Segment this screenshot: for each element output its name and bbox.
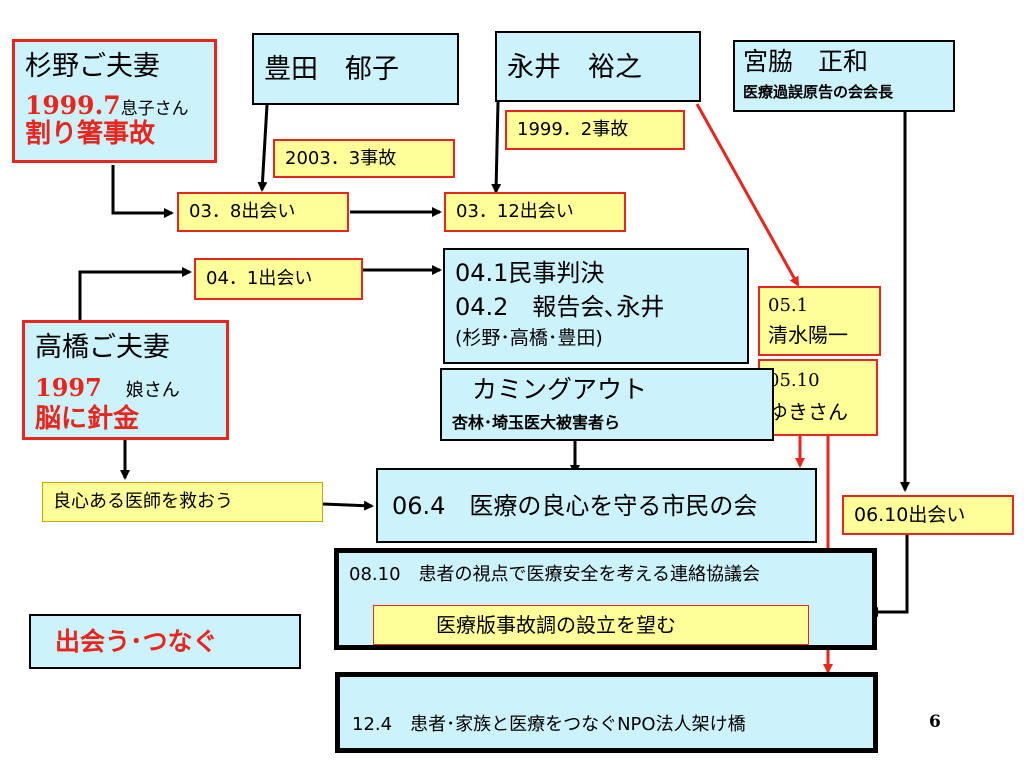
coming-out-box: カミングアウト 杏林･埼玉医大被害者ら [440,368,774,441]
slogan-box: 出会う･つなぐ [29,614,301,669]
takahashi-detail-line: 1997 娘さん [35,373,180,402]
npo-box: 12.4 患者･家族と医療をつなぐNPO法人架け橋 [335,672,878,753]
takahashi-box: 高橋ご夫妻 1997 娘さん 脳に針金 [22,320,229,440]
miyawaki-box: 宮脇 正和 医療過誤原告の会会長 [733,40,955,112]
arrow-toyota-to-meet0308 [257,104,269,192]
miyawaki-role: 医療過誤原告の会会長 [743,83,894,101]
sugino-name: 杉野ご夫妻 [25,51,160,82]
toyota-accident-note: 2003．3事故 [273,139,455,178]
takahashi-name: 高橋ご夫妻 [35,332,170,363]
meet-0401-note: 04．1出会い [194,258,363,300]
meet-0308-note: 03．8出会い [177,192,349,232]
takahashi-incident: 脳に針金 [35,404,140,434]
sugino-box: 杉野ご夫妻 1999.7息子さん 割り箸事故 [12,39,217,163]
sugino-incident: 割り箸事故 [25,119,156,149]
council-box: 08.10 患者の視点で医療安全を考える連絡協議会 医療版事故調の設立を望む [334,548,877,650]
arrow-save-to-citizens [322,500,374,511]
meet-0401-label: 04．1出会い [206,268,313,289]
meet-0312-label: 03．12出会い [456,201,574,222]
citizens-group-label: 06.4 医療の良心を守る市民の会 [392,492,758,520]
verdict-line2: 04.2 報告会､永井 [455,293,665,321]
council-goal-note: 医療版事故調の設立を望む [373,605,809,645]
nagai-name: 永井 裕之 [507,52,642,83]
meet-0610-note: 06.10出会い [842,495,1014,535]
takahashi-detail: 娘さん [125,380,180,401]
meet-0308-label: 03．8出会い [189,201,296,222]
arrow-sugino-to-meet0308 [111,165,174,218]
coming-out-subtitle: 杏林･埼玉医大被害者ら [452,413,621,432]
meet-0312-note: 03．12出会い [444,192,626,232]
npo-label: 12.4 患者･家族と医療をつなぐNPO法人架け橋 [352,714,746,735]
page-number: 6 [929,712,941,732]
save-doctors-note: 良心ある医師を救おう [42,482,323,522]
toyota-name: 豊田 郁子 [264,54,399,85]
arrow-nagai-to-meet0312 [491,101,502,194]
citizens-group-box: 06.4 医療の良心を守る市民の会 [376,468,817,543]
save-doctors-label: 良心ある医師を救おう [53,491,233,512]
sugino-detail: 息子さん [120,99,189,119]
arrow-takahashi-to-meet0401 [78,267,192,320]
nagai-accident-note: 1999．2事故 [505,110,685,150]
shimizu-name: 清水陽一 [768,323,848,347]
takahashi-year: 1997 [35,373,102,402]
verdict-box: 04.1民事判決 04.2 報告会､永井 (杉野･高橋･豊田) [443,248,749,364]
meet-0610-label: 06.10出会い [854,504,966,526]
sugino-year: 1999.7 [25,91,121,120]
verdict-line1: 04.1民事判決 [455,259,605,287]
toyota-box: 豊田 郁子 [252,33,459,105]
yuki-note: 05.10 ゆきさん [758,359,878,436]
shimizu-note: 05.1 清水陽一 [758,286,881,356]
arrow-meet0610-to-council [868,534,909,617]
council-title: 08.10 患者の視点で医療安全を考える連絡協議会 [349,564,760,585]
miyawaki-name: 宮脇 正和 [743,47,869,76]
toyota-accident-label: 2003．3事故 [285,148,397,169]
slogan-label: 出会う･つなぐ [55,627,218,656]
sugino-detail-line: 1999.7息子さん [25,92,189,120]
nagai-box: 永井 裕之 [495,31,701,102]
yuki-name: ゆきさん [768,400,848,424]
nagai-accident-label: 1999．2事故 [517,119,629,140]
verdict-line3: (杉野･高橋･豊田) [455,327,603,349]
coming-out-title: カミングアウト [472,375,648,404]
shimizu-date: 05.1 [768,295,809,316]
yuki-date: 05.10 [768,370,820,391]
council-goal-label: 医療版事故調の設立を望む [436,613,676,637]
arrow-nagai-to-shimizu [695,103,800,287]
